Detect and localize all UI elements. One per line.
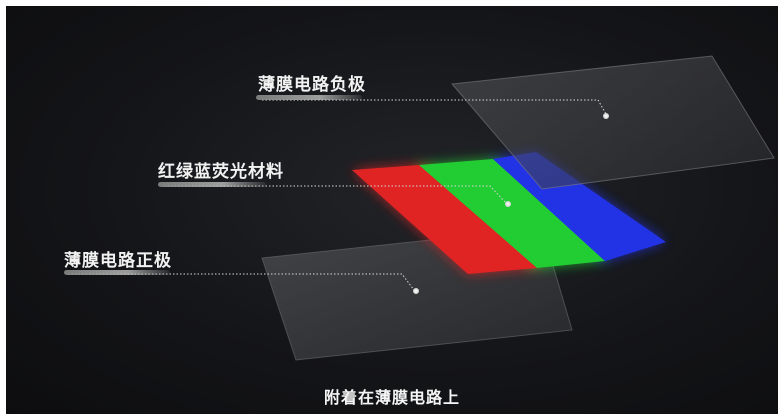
bottom-leader-dot <box>413 288 419 294</box>
red-stripe <box>352 165 537 274</box>
top-layer-label: 薄膜电路负极 <box>258 75 366 95</box>
bottom-layer-label: 薄膜电路正极 <box>64 251 172 271</box>
middle-layer-label: 红绿蓝荧光材料 <box>158 162 284 182</box>
bottom-leader-line <box>68 273 415 291</box>
bottom-label-underline <box>64 270 170 275</box>
top-leader-line <box>262 99 607 115</box>
caption: 附着在薄膜电路上 <box>323 388 460 407</box>
top-film-plate <box>451 55 775 190</box>
top-leader-dot <box>603 113 609 119</box>
middle-leader-line <box>164 185 507 204</box>
middle-leader-dot <box>505 201 511 207</box>
diagram-canvas: 薄膜电路负极 红绿蓝荧光材料 薄膜电路正极 附着在薄膜电路上 <box>6 6 778 414</box>
layer-diagram <box>68 55 775 361</box>
middle-label-underline <box>158 182 266 187</box>
top-label-underline <box>256 95 362 100</box>
